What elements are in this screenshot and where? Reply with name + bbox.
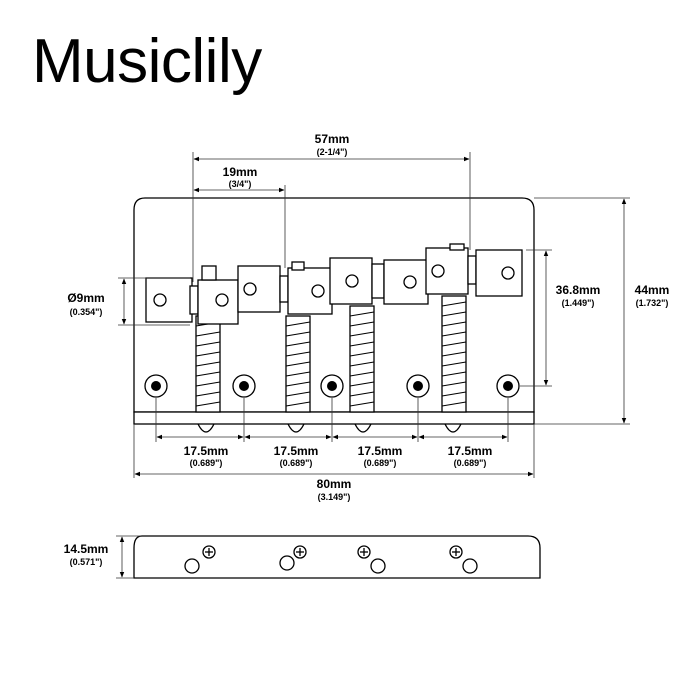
spring-icon: [285, 315, 311, 413]
dim-spacing-3-inch: (0.689"): [364, 458, 397, 468]
brand-title: Musiclily: [32, 27, 262, 96]
dim-spacing-2-inch: (0.689"): [280, 458, 313, 468]
dim-19mm-inch: (3/4"): [229, 179, 252, 189]
dim-spacing-2-value: 17.5mm: [274, 444, 319, 458]
dim-19mm-value: 19mm: [223, 165, 258, 179]
dim-14mm-value: 14.5mm: [64, 542, 109, 556]
dim-14mm-inch: (0.571"): [70, 557, 103, 567]
screw-head-icon: [293, 545, 307, 559]
dim-57mm-inch: (2-1/4"): [317, 147, 348, 157]
mount-hole-icon: [232, 374, 256, 398]
dim-57mm-value: 57mm: [315, 132, 350, 146]
dim-spacing-3-value: 17.5mm: [358, 444, 403, 458]
mount-hole-icon: [320, 374, 344, 398]
baseplate-front-lip: [133, 411, 535, 425]
saddle-block-icon: [425, 243, 523, 297]
saddle-block-icon: [237, 261, 333, 315]
dim-spacing-1-inch: (0.689"): [190, 458, 223, 468]
mount-hole-icon: [406, 374, 430, 398]
dim-spacing-1-value: 17.5mm: [184, 444, 229, 458]
dim-diameter-value: Ø9mm: [67, 291, 104, 305]
string-slots: [197, 423, 462, 433]
spring-icon: [195, 315, 221, 413]
mount-hole-icon: [496, 374, 520, 398]
saddle-block-icon: [145, 265, 239, 325]
mount-hole-icon: [184, 555, 478, 574]
dim-80mm-value: 80mm: [317, 477, 352, 491]
saddle-block-icon: [329, 257, 429, 305]
screw-head-icon: [202, 545, 216, 559]
screw-head-icon: [449, 545, 463, 559]
dim-36mm-value: 36.8mm: [556, 283, 601, 297]
bridge-underside: [133, 535, 541, 579]
mount-hole-icon: [144, 374, 168, 398]
dim-44mm-value: 44mm: [635, 283, 670, 297]
spring-icon: [349, 305, 375, 413]
dim-spacing-4-inch: (0.689"): [454, 458, 487, 468]
dim-44mm-inch: (1.732"): [636, 298, 669, 308]
dim-36mm-inch: (1.449"): [562, 298, 595, 308]
screw-head-icon: [357, 545, 371, 559]
dim-diameter-inch: (0.354"): [70, 307, 103, 317]
dim-spacing-4-value: 17.5mm: [448, 444, 493, 458]
dim-80mm-inch: (3.149"): [318, 492, 351, 502]
spring-icon: [441, 295, 467, 413]
